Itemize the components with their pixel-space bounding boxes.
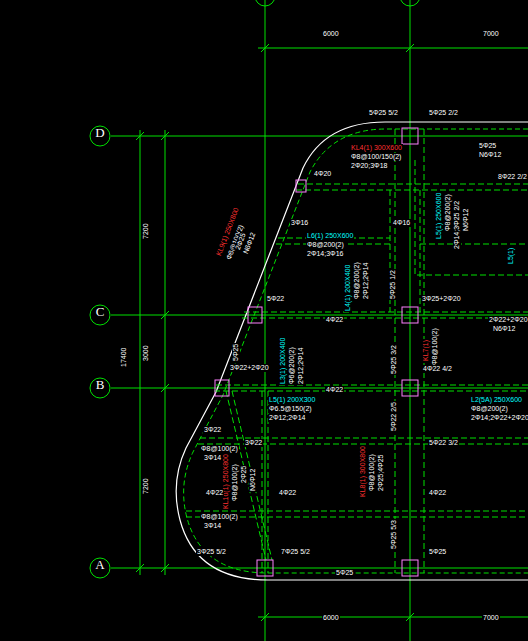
rebar-annotation: 7000	[482, 614, 500, 622]
rebar-annotation: KL7(1)	[422, 339, 430, 362]
rebar-annotation: 4Φ16	[392, 219, 411, 227]
rebar-annotation: L3(1) 200X400	[279, 337, 287, 385]
rebar-annotation: 4Φ22	[278, 489, 297, 497]
rebar-annotation: L2(5A) 250X600	[470, 396, 523, 404]
rebar-annotation: Φ6.5@150(2)	[268, 405, 313, 413]
rebar-annotation: Φ8@200(2)	[444, 193, 452, 232]
rebar-annotation: KL4(1) 300X600	[350, 144, 403, 152]
rebar-annotation: 2Φ25;4Φ25	[377, 454, 385, 492]
rebar-annotation: 5Φ25 5/3	[390, 519, 398, 550]
rebar-annotation: 4Φ20	[313, 170, 332, 178]
axis-bubble: C	[89, 304, 111, 326]
rebar-annotation: Φ6@200(2)	[288, 346, 296, 385]
rebar-annotation: L6(1) 250X600	[306, 232, 354, 240]
rebar-annotation: 7200	[142, 477, 150, 495]
rebar-annotation: 2Φ14;2Φ22+2Φ20	[470, 414, 528, 422]
rebar-annotation: 6000	[322, 30, 340, 38]
rebar-annotation: N6Φ12	[462, 208, 470, 232]
rebar-annotation: 7200	[142, 222, 150, 240]
rebar-annotation: 5Φ25 5/2	[368, 109, 399, 117]
rebar-annotation: 4Φ22	[325, 316, 344, 324]
rebar-annotation: L5(1) 200X300	[268, 396, 316, 404]
rebar-annotation: 3Φ22+2Φ20	[229, 364, 270, 372]
rebar-annotation: 2Φ12;2Φ14	[297, 347, 305, 385]
rebar-annotation: 7Φ25 5/2	[280, 548, 311, 556]
rebar-annotation: 2Φ25	[240, 465, 248, 484]
rebar-annotation: 5Φ25	[232, 343, 240, 362]
dimension-lines	[136, 44, 528, 621]
rebar-annotation: 4Φ22	[428, 489, 447, 497]
rebar-annotation: 3000	[142, 344, 150, 362]
rebar-annotation: 4Φ22 4/2	[422, 365, 453, 373]
rebar-annotation: 5Φ25	[478, 142, 497, 150]
rebar-annotation: 3Φ25 5/2	[196, 548, 227, 556]
axis-bubble: B	[89, 377, 111, 399]
axis-letter: D	[89, 125, 111, 141]
rebar-annotation: Φ8@100(2)	[200, 445, 239, 453]
axis-letter: A	[89, 557, 111, 573]
rebar-annotation: L5(1)	[507, 247, 515, 265]
beam-lines	[186, 129, 528, 573]
rebar-annotation: 2Φ22+2Φ20	[488, 316, 528, 324]
axis-bubble: D	[89, 125, 111, 147]
rebar-annotation: 5Φ22	[266, 295, 285, 303]
rebar-annotation: 7000	[482, 30, 500, 38]
rebar-annotation: 5Φ25 2/2	[428, 109, 459, 117]
rebar-annotation: 5Φ22 3/2	[428, 439, 459, 447]
slab-edge	[176, 122, 528, 580]
rebar-annotation: Φ8@100(2)	[231, 463, 239, 502]
rebar-annotation: N6Φ12	[492, 325, 516, 333]
rebar-annotation: 4Φ22	[205, 489, 224, 497]
rebar-annotation: N6Φ12	[478, 151, 502, 159]
axis-letter: C	[89, 304, 111, 320]
rebar-annotation: Φ8@100(2)	[431, 327, 439, 366]
rebar-annotation: 5Φ22 2/5	[390, 401, 398, 432]
rebar-annotation: 2Φ12;2Φ14	[268, 414, 306, 422]
rebar-annotation: 17400	[120, 347, 128, 368]
rebar-annotation: 4Φ22	[325, 386, 344, 394]
rebar-annotation: Φ8@100/150(2)	[350, 153, 402, 161]
rebar-annotation: 2Φ14;3Φ25 2/2	[453, 200, 461, 250]
rebar-annotation: 5Φ25 1/2	[389, 269, 397, 300]
rebar-annotation: 3Φ14	[203, 522, 222, 530]
rebar-annotation: 3Φ16	[290, 219, 309, 227]
rebar-annotation: 3Φ22	[203, 426, 222, 434]
rebar-annotation: Φ8@200(2)	[470, 405, 509, 413]
axis-letter: B	[89, 377, 111, 393]
rebar-annotation: 5Φ25 3/2	[390, 344, 398, 375]
rebar-annotation: Φ8@200(2)	[353, 261, 361, 300]
rebar-annotation: KL10(1) 250X800	[222, 453, 230, 510]
rebar-annotation: N6Φ12	[249, 468, 257, 492]
rebar-annotation: 2Φ14;3Φ16	[306, 250, 344, 258]
rebar-annotation: L4(1) 200X400	[344, 264, 352, 312]
rebar-annotation: KL8(1) 300X800	[359, 445, 367, 498]
grid-lines	[111, 0, 528, 641]
rebar-annotation: 5Φ25	[335, 569, 354, 577]
rebar-annotation: 3Φ25+2Φ20	[421, 295, 462, 303]
rebar-annotation: 2Φ20;3Φ18	[350, 162, 388, 170]
rebar-annotation: Φ8@100(2)	[368, 453, 376, 492]
columns	[215, 128, 418, 576]
rebar-annotation: L5(1) 250X600	[435, 192, 443, 240]
rebar-annotation: 3Φ14	[203, 454, 222, 462]
rebar-annotation: Φ8@100(2)	[200, 513, 239, 521]
rebar-annotation: 6000	[322, 614, 340, 622]
rebar-annotation: 3Φ22	[244, 439, 263, 447]
rebar-annotation: 2Φ12;2Φ14	[362, 262, 370, 300]
rebar-annotation: Φ8@200(2)	[306, 241, 345, 249]
axis-bubble: A	[89, 557, 111, 579]
rebar-annotation: 5Φ25	[428, 548, 447, 556]
rebar-annotation: 8Φ22 2/2	[497, 173, 528, 181]
